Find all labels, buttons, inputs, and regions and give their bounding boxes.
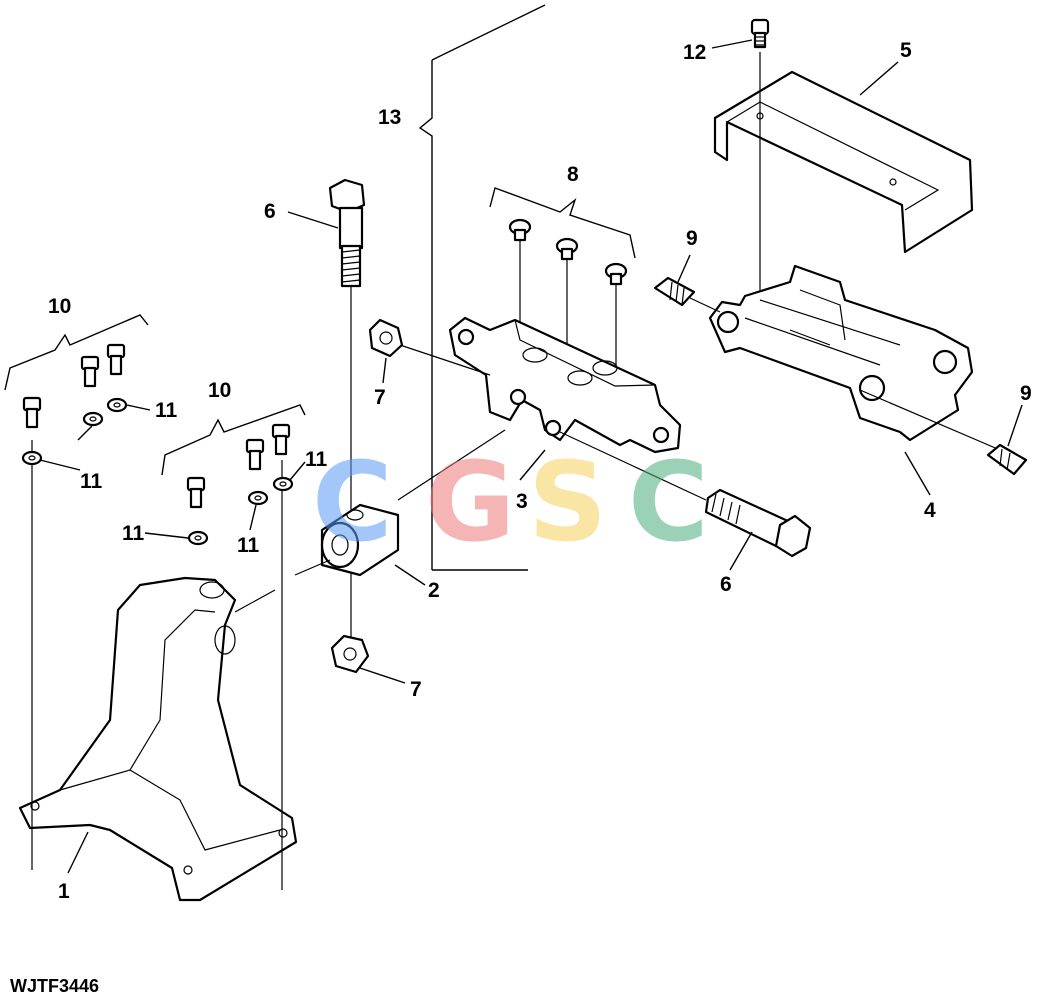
callout-4: 4 [924,499,936,522]
callout-11-e: 11 [305,448,328,471]
part-9-bolt-upper [653,276,721,313]
part-4-frame [708,264,1001,451]
callout-12: 12 [683,41,706,64]
callout-10-right: 10 [208,379,231,402]
callout-6-lower: 6 [720,573,732,596]
part-10-screws-left [22,343,126,429]
part-10-screws-right [186,423,291,509]
callout-11-d: 11 [237,534,260,557]
callout-3: 3 [516,490,528,513]
part-7-nut-lower [330,634,370,674]
part-5-cover [713,52,974,300]
callout-7-lower: 7 [410,678,422,701]
callout-2: 2 [428,579,440,602]
group-brackets [4,4,636,571]
part-12-screw [750,18,770,49]
callout-9-upper: 9 [686,227,698,250]
part-3-block [399,316,682,454]
part-1-bracket [18,440,298,902]
watermark-letter-3: S [528,438,607,566]
callout-10-left: 10 [48,295,71,318]
watermark-letter-2: G [425,438,515,566]
part-6-bolt-vertical [328,178,366,650]
callout-11-a: 11 [155,399,178,422]
callout-5: 5 [900,39,912,62]
leader-lines [39,39,1023,874]
watermark-letter-1: C [312,438,393,566]
part-7-nut-upper [368,318,404,358]
part-6-bolt-horizontal [559,431,812,558]
callout-11-c: 11 [122,522,145,545]
callout-7-upper: 7 [374,386,386,409]
callout-1: 1 [58,880,70,903]
callout-8: 8 [567,163,579,186]
figure-id: WJTF3446 [10,976,99,994]
callout-13: 13 [378,106,401,129]
callout-11-b: 11 [80,470,103,493]
callout-6-upper: 6 [264,200,276,223]
part-9-bolt-lower [986,443,1028,476]
watermark: C G S C [312,438,709,566]
part-11-washers [21,397,294,546]
callout-9-lower: 9 [1020,382,1032,405]
part-2-bushing [294,429,506,577]
callout-labels: 1 2 3 4 5 6 6 7 7 8 9 9 10 10 11 11 11 1… [48,39,1032,903]
watermark-letter-4: C [628,438,709,566]
